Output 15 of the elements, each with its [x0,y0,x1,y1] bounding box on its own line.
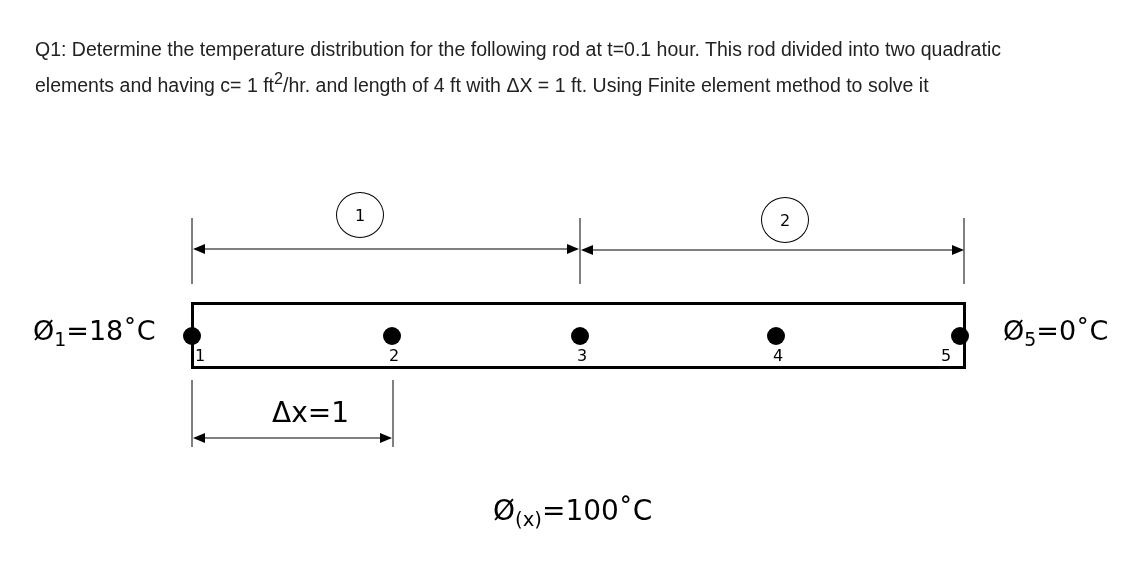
node-number: 5 [940,347,952,365]
node-dot [571,327,589,345]
temperature-label: Ø$_{(x)}$=100˚C [493,494,653,531]
temperature-label: Ø$_{5}$=0˚C [1003,315,1109,350]
node-number: 2 [388,347,400,365]
node-dot [183,327,201,345]
dimension-label: Δx=1 [272,396,349,429]
question-text: Q1: Determine the temperature distribution for the following rod at t=0.1 hour. This rod divided into two quadratic elements and having c= 1 ft$^{2}$/hr. and length of 4 ft with ΔX = 1 ft. Using Finite element method to solve it [35,37,1002,98]
node-dot [951,327,969,345]
node-number: 1 [194,347,206,365]
node-dot [767,327,785,345]
node-number: 4 [772,347,784,365]
temperature-label: Ø$_{1}$=18˚C [33,315,156,350]
node-number: 3 [576,347,588,365]
node-dot [383,327,401,345]
